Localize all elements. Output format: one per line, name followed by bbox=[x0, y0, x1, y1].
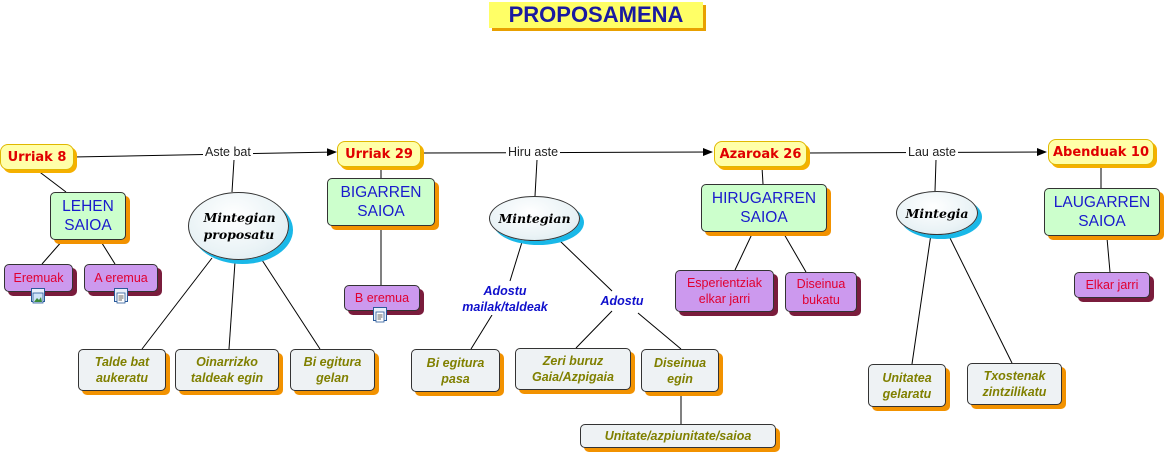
image-attachment-glyph bbox=[32, 292, 44, 304]
timeline-arrow-2 bbox=[419, 148, 713, 157]
document-attachment-icon[interactable] bbox=[373, 307, 387, 323]
link-label-adostu-mailak: Adostu mailak/taldeak bbox=[451, 283, 559, 315]
oval-node-2[interactable]: Mintegian bbox=[489, 196, 580, 241]
task-node-diseinua-egin[interactable]: Diseinua egin bbox=[641, 349, 719, 392]
session-node-1[interactable]: LEHEN SAIOA bbox=[50, 192, 126, 240]
date-node-1[interactable]: Urriak 8 bbox=[0, 144, 74, 170]
session-node-3[interactable]: HIRUGARREN SAIOA bbox=[701, 184, 827, 232]
task-node-talde-bat[interactable]: Talde bat aukeratu bbox=[78, 349, 166, 391]
pink-node-elkar-jarri[interactable]: Elkar jarri bbox=[1074, 272, 1150, 298]
interval-label-3: Lau aste bbox=[906, 145, 958, 160]
date-node-2[interactable]: Urriak 29 bbox=[337, 141, 421, 167]
task-node-txostenak[interactable]: Txostenak zintzilikatu bbox=[967, 363, 1062, 405]
pink-node-b-eremua[interactable]: B eremua bbox=[344, 285, 420, 311]
document-attachment-glyph bbox=[116, 292, 126, 304]
task-node-unitatea-gelaratu[interactable]: Unitatea gelaratu bbox=[868, 364, 946, 407]
task-node-bi-egitura-gelan[interactable]: Bi egitura gelan bbox=[290, 349, 375, 391]
task-node-unitate[interactable]: Unitate/azpiunitate/saioa bbox=[580, 424, 776, 448]
diagram-title: PROPOSAMENA bbox=[489, 2, 703, 28]
oval-node-1[interactable]: Mintegian proposatu bbox=[188, 192, 289, 260]
image-attachment-icon[interactable] bbox=[31, 288, 45, 304]
document-attachment-glyph bbox=[375, 311, 385, 323]
task-node-bi-egitura-pasa[interactable]: Bi egitura pasa bbox=[411, 349, 500, 392]
pink-node-a-eremua[interactable]: A eremua bbox=[84, 264, 158, 292]
date-node-3[interactable]: Azaroak 26 bbox=[714, 141, 807, 167]
session-node-4[interactable]: LAUGARREN SAIOA bbox=[1044, 188, 1160, 236]
pink-node-esperientziak[interactable]: Esperientziak elkar jarri bbox=[675, 270, 774, 312]
date-node-4[interactable]: Abenduak 10 bbox=[1048, 139, 1154, 165]
task-node-zeri-buruz[interactable]: Zeri buruz Gaia/Azpigaia bbox=[515, 348, 631, 390]
document-attachment-icon[interactable] bbox=[114, 288, 128, 304]
pink-node-diseinua-bukatu[interactable]: Diseinua bukatu bbox=[785, 272, 857, 312]
pink-node-eremuak[interactable]: Eremuak bbox=[4, 264, 73, 292]
session-node-2[interactable]: BIGARREN SAIOA bbox=[327, 178, 435, 226]
oval-node-1-text: Mintegian proposatu bbox=[203, 210, 276, 242]
link-label-adostu: Adostu bbox=[595, 293, 649, 309]
interval-label-2: Hiru aste bbox=[506, 145, 561, 160]
task-node-oinarrizko[interactable]: Oinarrizko taldeak egin bbox=[175, 349, 279, 391]
oval-node-3[interactable]: Mintegia bbox=[896, 191, 978, 235]
interval-label-1: Aste bat bbox=[203, 145, 253, 160]
